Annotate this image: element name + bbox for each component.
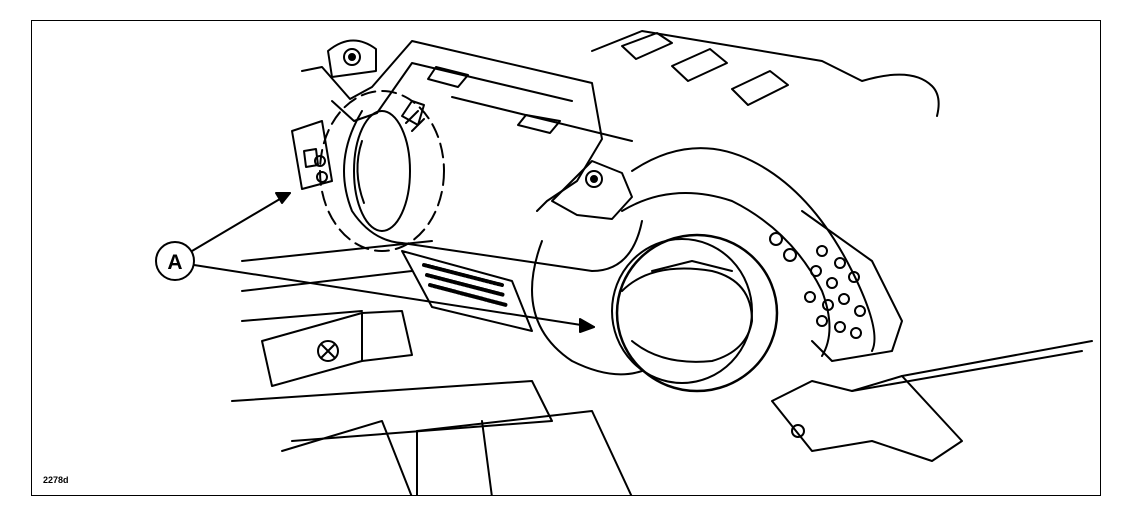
upper-panel bbox=[591, 30, 940, 117]
shield-bolt-hole bbox=[343, 48, 361, 66]
converter-body bbox=[343, 96, 643, 272]
converter-housing bbox=[531, 147, 876, 384]
perforated-panel bbox=[769, 210, 903, 362]
catalytic-converter-illustration: A bbox=[155, 30, 1093, 495]
callout-a: A bbox=[155, 192, 595, 333]
leader-line-downstream bbox=[193, 264, 595, 328]
detail-circle-downstream bbox=[615, 233, 779, 393]
figure-frame: A 2278d bbox=[31, 20, 1101, 496]
detail-circle-upstream bbox=[319, 90, 445, 252]
rail-fastener bbox=[317, 340, 339, 362]
leader-line-upstream bbox=[191, 192, 291, 252]
label-plate bbox=[401, 250, 533, 332]
front-flange bbox=[551, 160, 633, 220]
hose-clamp bbox=[401, 100, 425, 126]
lower-right-bracket bbox=[771, 340, 1093, 462]
vent-slot bbox=[731, 70, 789, 106]
callout-a-letter: A bbox=[167, 251, 182, 274]
heat-shield bbox=[301, 39, 603, 212]
lower-block bbox=[281, 410, 633, 495]
lower-rail bbox=[231, 240, 553, 442]
figure-number: 2278d bbox=[43, 475, 69, 485]
vent-slot bbox=[671, 48, 728, 82]
vent-slot bbox=[621, 32, 673, 60]
sensor-bracket bbox=[291, 120, 333, 190]
